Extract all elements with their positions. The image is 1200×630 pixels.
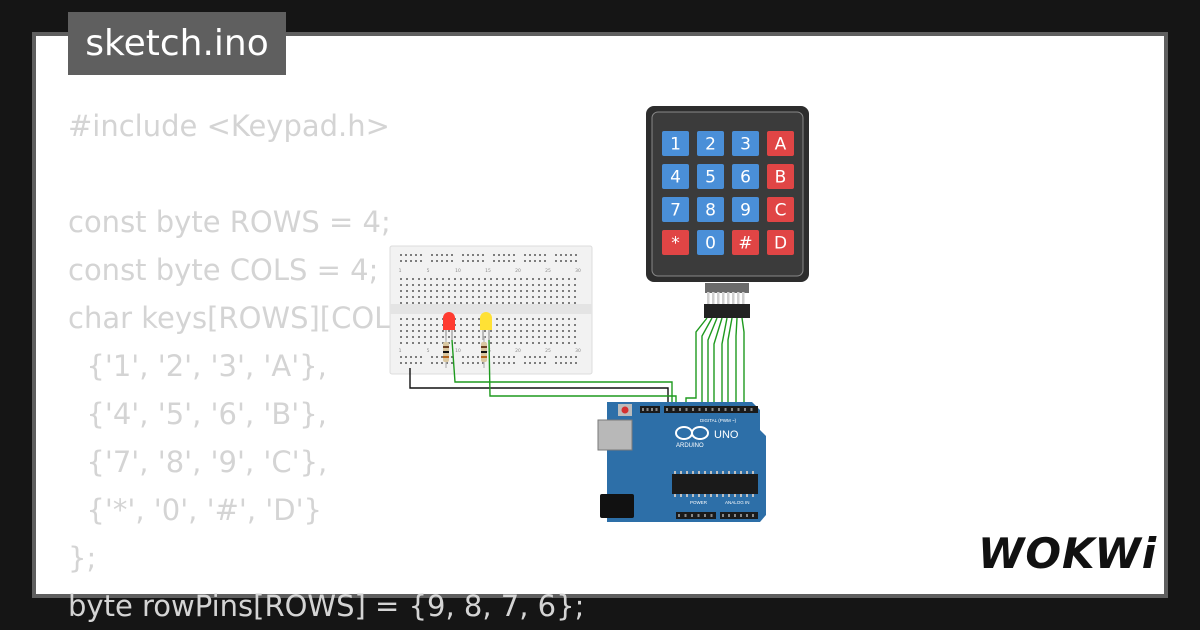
keypad-key[interactable]: 2 xyxy=(697,131,724,156)
breadboard-column-label: 10 xyxy=(455,348,461,354)
keypad-key[interactable]: 9 xyxy=(732,197,759,222)
code-line: const byte ROWS = 4; xyxy=(68,205,391,239)
keypad-key[interactable]: * xyxy=(662,230,689,255)
arduino-uno[interactable]: UNO ARDUINO DIGITAL (PWM ~) POWER ANALOG… xyxy=(597,402,766,522)
digital-label: DIGITAL (PWM ~) xyxy=(700,418,737,423)
usb-port xyxy=(597,419,633,451)
led-yellow[interactable] xyxy=(480,312,492,340)
keypad-key-label: 0 xyxy=(705,234,716,254)
breadboard-column-label: 5 xyxy=(427,348,430,354)
wokwi-logo[interactable]: WOKWi xyxy=(976,528,1156,578)
led-red[interactable] xyxy=(443,312,455,340)
reset-button xyxy=(621,406,629,414)
keypad-key[interactable]: 7 xyxy=(662,197,689,222)
keypad-key[interactable]: C xyxy=(767,197,794,222)
power-jack xyxy=(600,494,634,518)
keypad-key-label: 7 xyxy=(670,201,681,221)
keypad-key[interactable]: 0 xyxy=(697,230,724,255)
keypad-key-label: 9 xyxy=(740,201,751,221)
analog-label: ANALOG IN xyxy=(725,500,750,505)
breadboard-column-label: 5 xyxy=(427,268,430,274)
keypad-key-label: 8 xyxy=(705,201,716,221)
keypad-key-label: A xyxy=(775,135,787,155)
resistor-1[interactable] xyxy=(443,336,449,368)
atmega-chip xyxy=(672,474,758,494)
keypad-key-label: 1 xyxy=(670,135,681,155)
breadboard-column-label: 1 xyxy=(399,268,402,274)
keypad-key[interactable]: 8 xyxy=(697,197,724,222)
code-line: {'7', '8', '9', 'C'}, xyxy=(68,445,328,479)
keypad-key-label: # xyxy=(738,234,752,254)
preview-canvas: #include <Keypad.h> const byte ROWS = 4; c… xyxy=(36,36,1164,623)
file-tab-label: sketch.ino xyxy=(85,23,269,64)
keypad-key[interactable]: A xyxy=(767,131,794,156)
code-background: #include <Keypad.h> const byte ROWS = 4; c… xyxy=(68,102,584,630)
power-label: POWER xyxy=(690,500,708,505)
keypad-key-label: B xyxy=(775,168,787,188)
code-line: {'*', '0', '#', 'D'} xyxy=(68,493,323,527)
keypad-key[interactable]: 5 xyxy=(697,164,724,189)
breadboard-column-label: 20 xyxy=(515,268,521,274)
code-line: }; xyxy=(68,541,97,575)
code-line: #include <Keypad.h> xyxy=(68,109,390,143)
keypad-key[interactable]: 6 xyxy=(732,164,759,189)
keypad-key-label: 2 xyxy=(705,135,716,155)
code-line xyxy=(68,150,584,198)
keypad-key[interactable]: 3 xyxy=(732,131,759,156)
breadboard-column-label: 30 xyxy=(575,348,581,354)
arduino-brand: ARDUINO xyxy=(676,443,704,449)
keypad[interactable]: 1 2 3 A 4 5 6 B 7 8 9 C * 0 # D xyxy=(646,106,809,318)
breadboard-column-label: 1 xyxy=(399,348,402,354)
code-line: {'1', '2', '3', 'A'}, xyxy=(68,349,327,383)
code-line: byte rowPins[ROWS] = {9, 8, 7, 6}; xyxy=(68,589,585,623)
keypad-key-label: 5 xyxy=(705,168,716,188)
keypad-key-label: D xyxy=(774,234,787,254)
wokwi-logo-text: WOKWi xyxy=(978,529,1157,578)
breadboard-column-label: 30 xyxy=(575,268,581,274)
keypad-key[interactable]: D xyxy=(767,230,794,255)
file-tab[interactable]: sketch.ino xyxy=(68,12,286,75)
keypad-key[interactable]: 4 xyxy=(662,164,689,189)
keypad-key-label: 6 xyxy=(740,168,751,188)
arduino-model: UNO xyxy=(714,429,739,441)
keypad-key-label: * xyxy=(671,234,680,254)
arduino-logo-icon xyxy=(675,426,709,440)
breadboard-column-label: 15 xyxy=(485,268,491,274)
preview-card: #include <Keypad.h> const byte ROWS = 4; c… xyxy=(32,32,1168,623)
keypad-key-label: 3 xyxy=(740,135,751,155)
code-line: {'4', '5', '6', 'B'}, xyxy=(68,397,327,431)
keypad-key[interactable]: B xyxy=(767,164,794,189)
breadboard-column-label: 25 xyxy=(545,348,551,354)
keypad-key[interactable]: # xyxy=(732,230,759,255)
keypad-key[interactable]: 1 xyxy=(662,131,689,156)
keypad-key-label: C xyxy=(775,201,787,221)
keypad-key-label: 4 xyxy=(670,168,681,188)
breadboard-column-label: 25 xyxy=(545,268,551,274)
code-line: const byte COLS = 4; xyxy=(68,253,379,287)
breadboard-column-label: 10 xyxy=(455,268,461,274)
breadboard-column-label: 20 xyxy=(515,348,521,354)
